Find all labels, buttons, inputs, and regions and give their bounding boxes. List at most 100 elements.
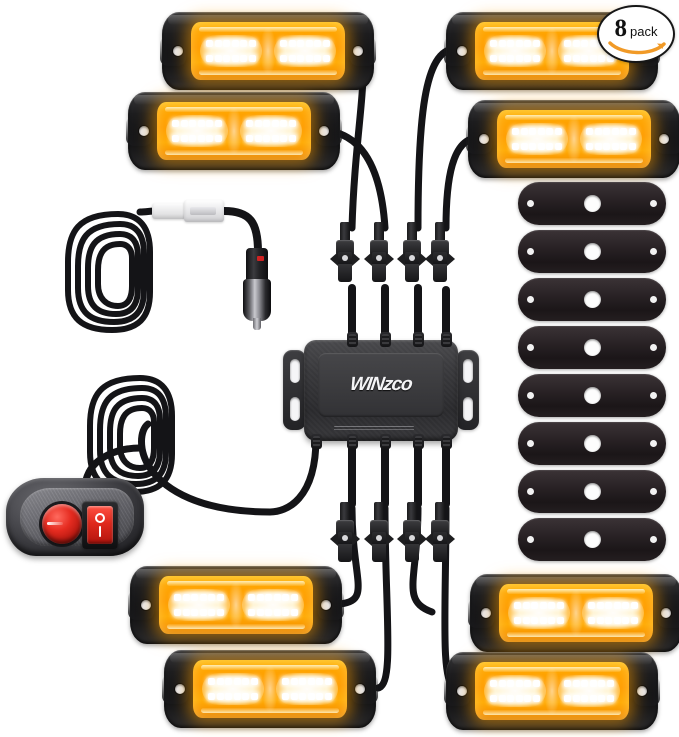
led-diode [498,40,506,48]
led-diode [182,594,190,602]
led-cluster-left [508,596,570,630]
led-diode [305,54,313,62]
connector-cap [340,502,350,522]
connector-boot [372,544,386,562]
connector-wing-right [419,252,427,266]
waterproof-connector [397,222,427,282]
led-cluster-left [484,674,546,708]
led-diode [282,594,290,602]
led-diode [581,694,589,702]
led-diode [225,692,233,700]
waterproof-connector [425,222,455,282]
led-diode [217,594,225,602]
gasket-screw-hole-right [650,200,657,207]
led-diode [263,134,271,142]
led-diode [515,54,523,62]
cable-grommet [440,332,452,347]
led-diode [594,142,602,150]
led-diode [524,680,532,688]
led-diode [628,142,636,150]
gasket-center-hole [583,435,601,452]
rocker-paddle[interactable] [87,506,113,544]
connector-cap [374,502,384,522]
mounting-gasket [518,422,666,465]
led-diode [307,678,315,686]
lens-center-glow [566,114,582,164]
led-diode [630,602,638,610]
connector-wing-right [447,532,455,546]
amazon-smile-icon [608,41,666,55]
plug-center-pin [253,318,261,330]
led-diode [581,680,589,688]
led-cluster-left [506,122,568,156]
led-diode [288,134,296,142]
led-strobe-head [468,574,679,652]
led-diode [216,692,224,700]
connector-wing-right [386,532,394,546]
connector-wing-right [352,252,360,266]
mounting-gasket [518,230,666,273]
waterproof-connector [364,502,394,562]
led-diode [572,40,580,48]
gasket-screw-hole-right [650,488,657,495]
power-rocker-switch[interactable] [82,501,118,549]
rocker-off-symbol [95,513,105,523]
switch-control-pod[interactable] [6,478,144,556]
led-diode [214,54,222,62]
pod-housing [6,478,144,556]
lens-center-glow [544,666,560,716]
led-diode [598,680,606,688]
led-diode [611,128,619,136]
led-diode [208,678,216,686]
controller-label-panel: WINzco [318,353,444,417]
led-diode [174,594,182,602]
led-diode [256,594,264,602]
led-diode [622,616,630,624]
led-diode [596,616,604,624]
cable-grommet [346,434,358,449]
mounting-gasket [518,470,666,513]
led-diode [288,40,296,48]
connector-boot [372,264,386,282]
amber-lens [191,22,345,80]
mounting-gasket [518,182,666,225]
led-diode [490,680,498,688]
led-diode [316,678,324,686]
connector-latch [433,532,447,546]
gasket-screw-hole-right [650,536,657,543]
led-diode [524,694,532,702]
gasket-screw-hole-right [650,296,657,303]
amber-lens [159,576,313,634]
connector-latch [433,252,447,266]
led-diode [273,608,281,616]
led-diode [206,54,214,62]
connector-cap [435,502,445,522]
pattern-selector-knob[interactable] [42,504,82,544]
connector-latch [405,532,419,546]
led-diode [242,692,250,700]
badge-pack-label: pack [630,24,658,39]
gasket-screw-hole-left [527,488,534,495]
badge-count: 8 [614,15,628,42]
lens-center-glow [228,580,244,630]
led-diode [533,680,541,688]
led-diode [265,608,273,616]
connector-male-half [152,203,186,219]
connector-latch [372,532,386,546]
led-diode [587,602,595,610]
led-diode [512,142,520,150]
led-housing [126,92,342,170]
led-diode [322,54,330,62]
connector-boot [405,544,419,562]
led-diode [514,602,522,610]
led-housing [444,652,660,730]
plug-indicator-led [257,256,264,261]
led-diode [225,678,233,686]
led-diode [273,594,281,602]
led-diode [594,128,602,136]
led-housing [468,574,679,652]
led-diode [606,694,614,702]
flange-slot [289,359,300,383]
led-diode [249,40,257,48]
gasket-center-hole [583,291,601,308]
